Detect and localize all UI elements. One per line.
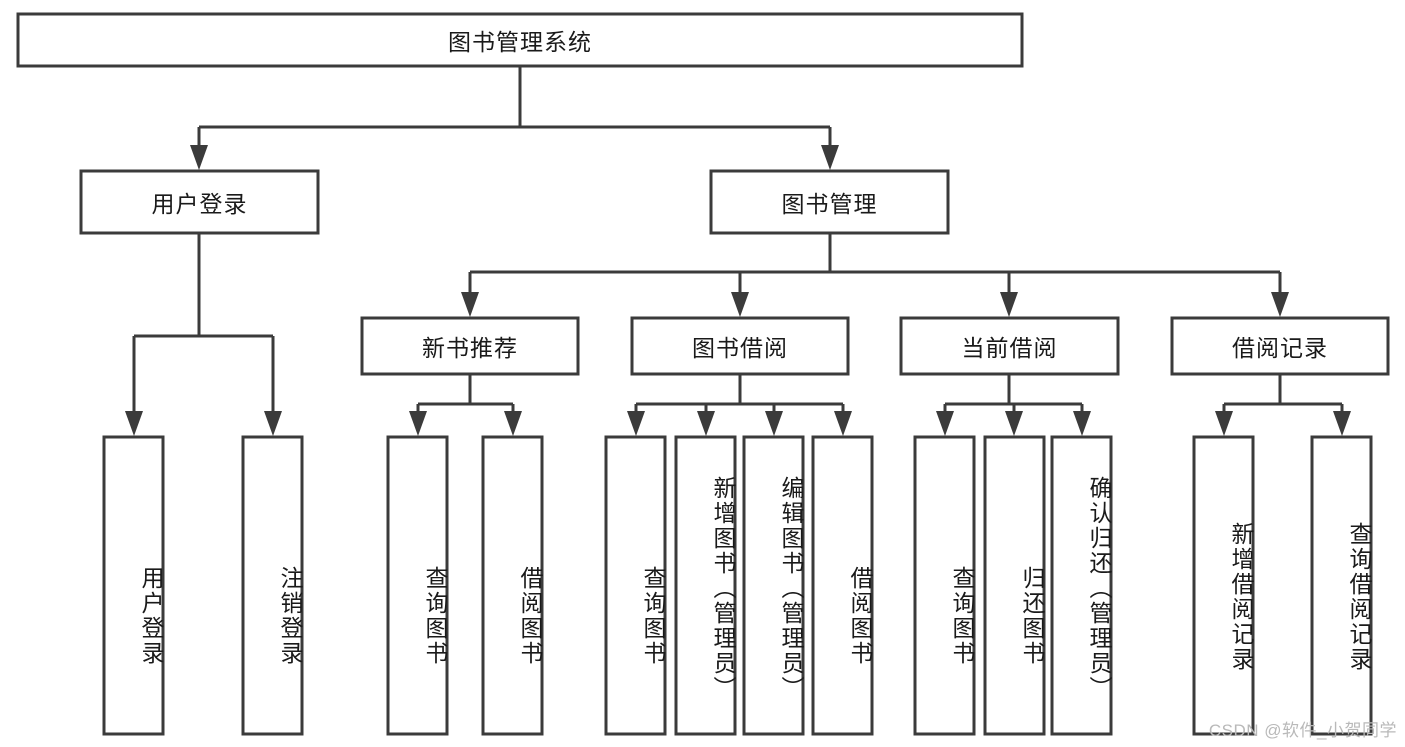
connector-currentborrow-to-leaves (936, 374, 1091, 436)
node-box-leaf-add-book[interactable] (674, 435, 737, 736)
node-box-current-borrow[interactable] (899, 316, 1120, 376)
node-box-user-login[interactable] (79, 169, 320, 235)
connector-root-to-level1 (190, 66, 839, 170)
node-box-leaf-add-record[interactable] (1192, 435, 1255, 736)
node-box-leaf-query-book-2[interactable] (604, 435, 667, 736)
node-box-borrow-record[interactable] (1170, 316, 1390, 376)
connector-userlogin-to-leaves (125, 233, 282, 436)
node-box-leaf-borrow-book-2[interactable] (811, 435, 874, 736)
node-box-leaf-query-book-1[interactable] (386, 435, 449, 736)
node-box-new-book-rec[interactable] (360, 316, 580, 376)
node-box-root[interactable] (16, 12, 1024, 68)
connector-bookmanage-to-level2 (461, 233, 1289, 317)
node-box-leaf-user-login[interactable] (102, 435, 165, 736)
node-box-book-manage[interactable] (709, 169, 950, 235)
node-box-book-borrow[interactable] (630, 316, 850, 376)
node-box-leaf-borrow-book-1[interactable] (481, 435, 544, 736)
node-box-leaf-confirm-return[interactable] (1050, 435, 1113, 736)
node-box-leaf-query-book-3[interactable] (913, 435, 976, 736)
connector-bookborrow-to-leaves (627, 374, 852, 436)
node-box-leaf-user-logout[interactable] (241, 435, 304, 736)
connector-borrowrecord-to-leaves (1215, 374, 1351, 436)
node-box-leaf-edit-book[interactable] (742, 435, 805, 736)
node-box-leaf-return-book[interactable] (983, 435, 1046, 736)
node-box-leaf-query-record[interactable] (1310, 435, 1373, 736)
connector-newbookrec-to-leaves (409, 374, 522, 436)
